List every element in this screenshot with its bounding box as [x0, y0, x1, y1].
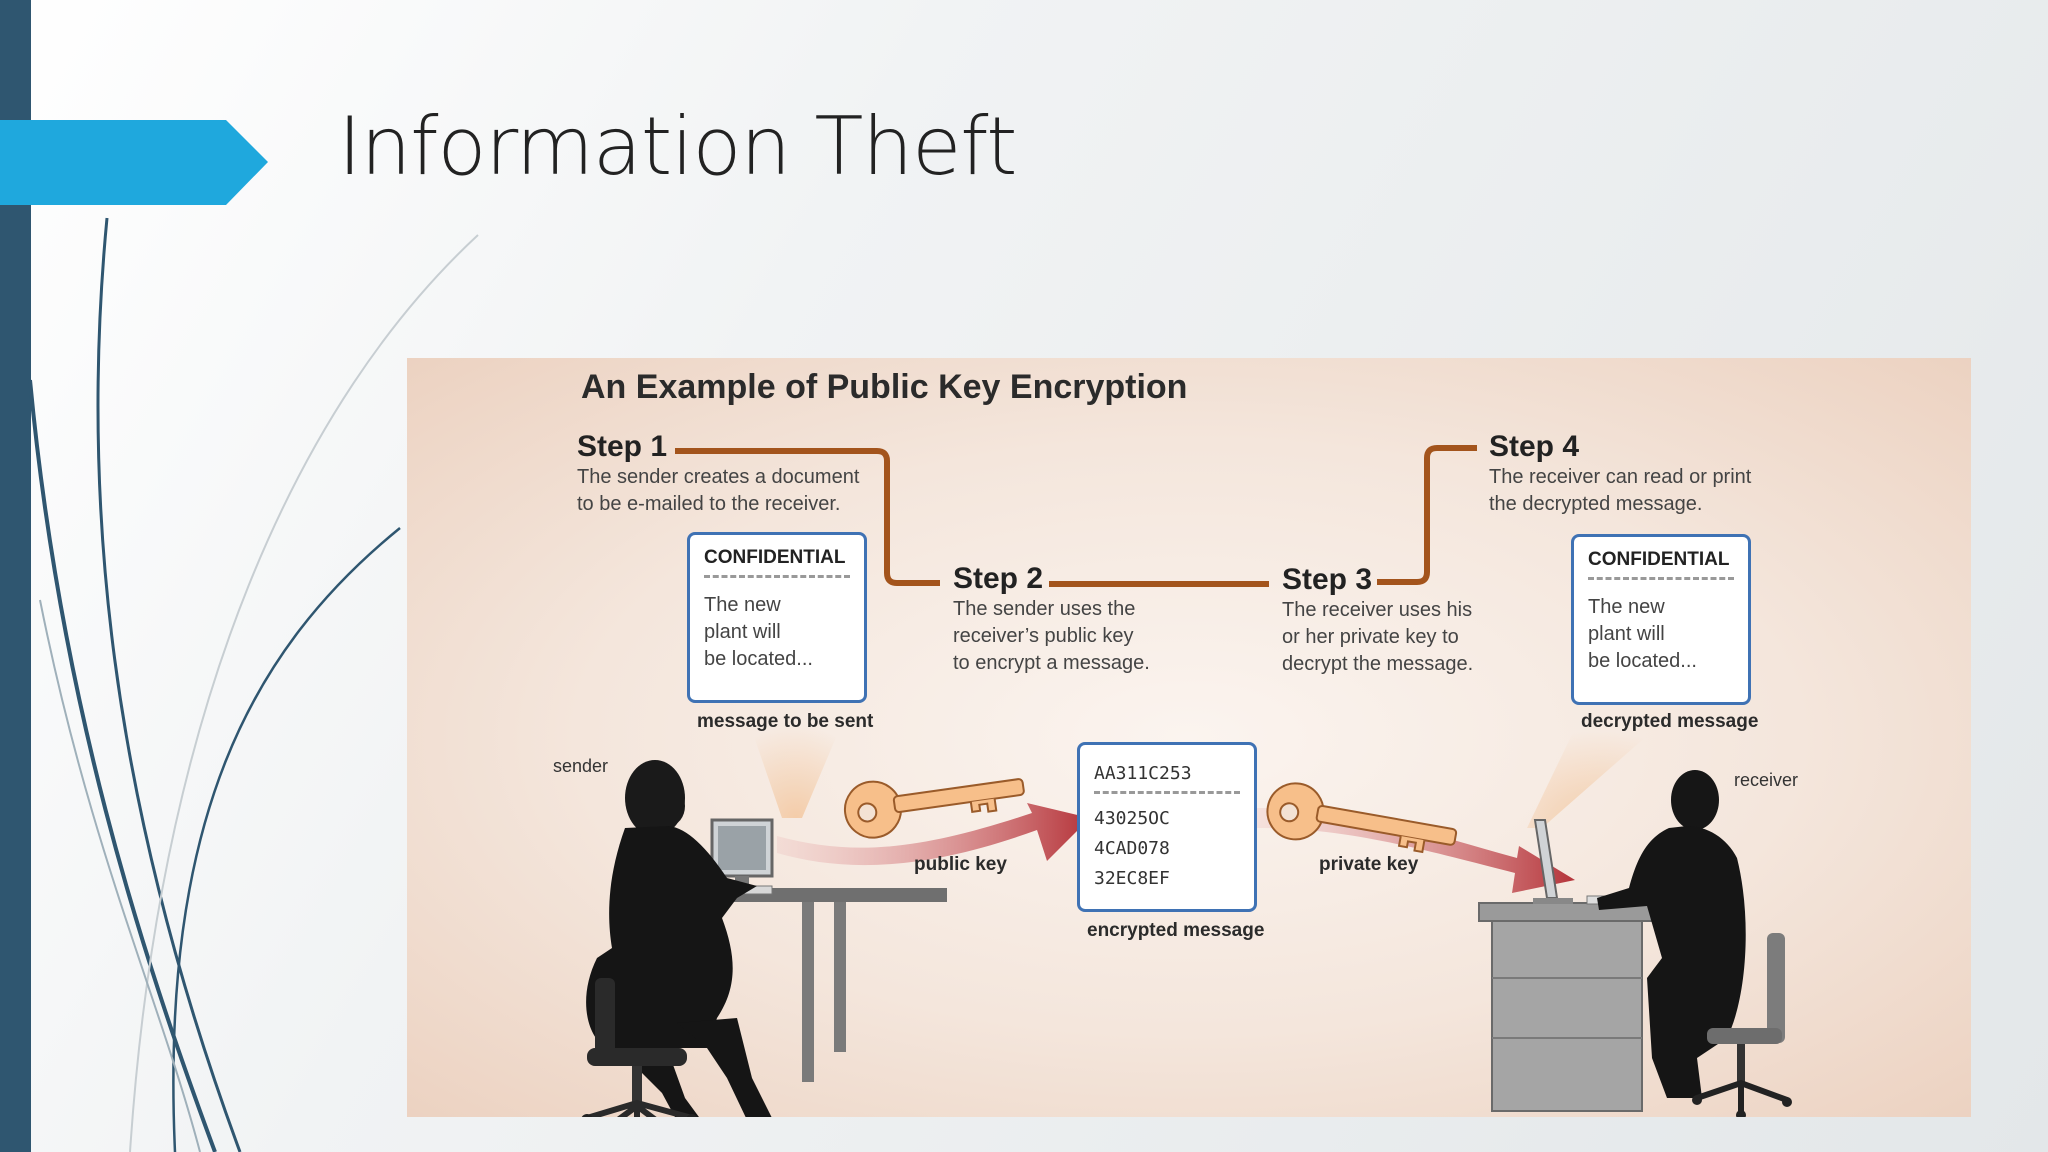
sender-light-cone [747, 716, 845, 818]
step-2-line: receiver’s public key [953, 625, 1134, 647]
step-2-line: The sender uses the [953, 598, 1136, 620]
step-2-heading: Step 2 [953, 562, 1044, 595]
step-3-line: The receiver uses his [1282, 599, 1473, 621]
sent-doc-line: The new [704, 594, 781, 616]
receiver-label: receiver [1734, 770, 1799, 790]
connector-step1-step2 [675, 448, 940, 586]
step-1: Step 1 The sender creates a document to … [577, 430, 859, 518]
step-3-heading: Step 3 [1282, 563, 1373, 596]
step-2: Step 2 The sender uses the receiver’s pu… [953, 562, 1150, 677]
encrypted-doc-caption: encrypted message [1087, 920, 1265, 941]
figure-graphics [581, 445, 1792, 1117]
decrypted-doc-line: plant will [1588, 623, 1665, 645]
decorative-curves [28, 217, 479, 1152]
step-4: Step 4 The receiver can read or print th… [1489, 430, 1751, 518]
private-key-label: private key [1319, 854, 1419, 875]
encrypted-doc-line: 32EC8EF [1094, 868, 1170, 889]
sender-label: sender [553, 756, 609, 776]
step-1-line: to be e-mailed to the receiver. [577, 493, 841, 515]
decrypted-doc-caption: decrypted message [1581, 711, 1759, 732]
sent-doc-heading: CONFIDENTIAL [704, 547, 846, 568]
sent-doc-line: be located... [704, 648, 813, 670]
sent-doc-caption: message to be sent [697, 711, 874, 732]
decrypted-doc-heading: CONFIDENTIAL [1588, 549, 1730, 570]
encrypted-message-document: AA311C253 43025OC 4CAD078 32EC8EF [1077, 742, 1257, 912]
step-1-line: The sender creates a document [577, 466, 860, 488]
receiver-figure-icon [1478, 770, 1792, 1117]
sent-message-document: CONFIDENTIAL The new plant will be locat… [687, 532, 867, 703]
sent-doc-divider [704, 575, 850, 578]
step-4-heading: Step 4 [1489, 430, 1580, 463]
decrypted-doc-line: The new [1588, 596, 1665, 618]
step-3-line: or her private key to [1282, 626, 1459, 648]
sender-figure-icon [581, 760, 947, 1117]
decrypted-message-document: CONFIDENTIAL The new plant will be locat… [1571, 534, 1751, 705]
public-key-arrow [777, 803, 1090, 866]
decrypted-doc-line: be located... [1588, 650, 1697, 672]
encrypted-doc-heading: AA311C253 [1094, 763, 1192, 784]
private-key-arrow [1257, 808, 1575, 893]
title-accent-arrow [0, 120, 268, 205]
private-key-icon [1266, 782, 1458, 854]
connector-step3-step4 [1377, 445, 1477, 585]
public-key-label: public key [914, 854, 1007, 875]
step-1-heading: Step 1 [577, 430, 668, 463]
sent-doc-line: plant will [704, 621, 781, 643]
step-2-line: to encrypt a message. [953, 652, 1150, 674]
slide-title: Information Theft [338, 100, 1017, 193]
step-3: Step 3 The receiver uses his or her priv… [1282, 563, 1473, 678]
encrypted-doc-line: 43025OC [1094, 808, 1170, 829]
encrypted-doc-divider [1094, 791, 1240, 794]
step-3-line: decrypt the message. [1282, 653, 1474, 675]
receiver-light-cone [1527, 720, 1665, 828]
decrypted-doc-divider [1588, 577, 1734, 580]
encrypted-doc-line: 4CAD078 [1094, 838, 1170, 859]
figure-title: An Example of Public Key Encryption [581, 368, 1188, 406]
step-4-line: the decrypted message. [1489, 493, 1703, 515]
public-key-icon [843, 778, 1025, 839]
step-4-line: The receiver can read or print [1489, 466, 1752, 488]
public-key-encryption-figure: An Example of Public Key Encryption Step… [407, 358, 1971, 1117]
